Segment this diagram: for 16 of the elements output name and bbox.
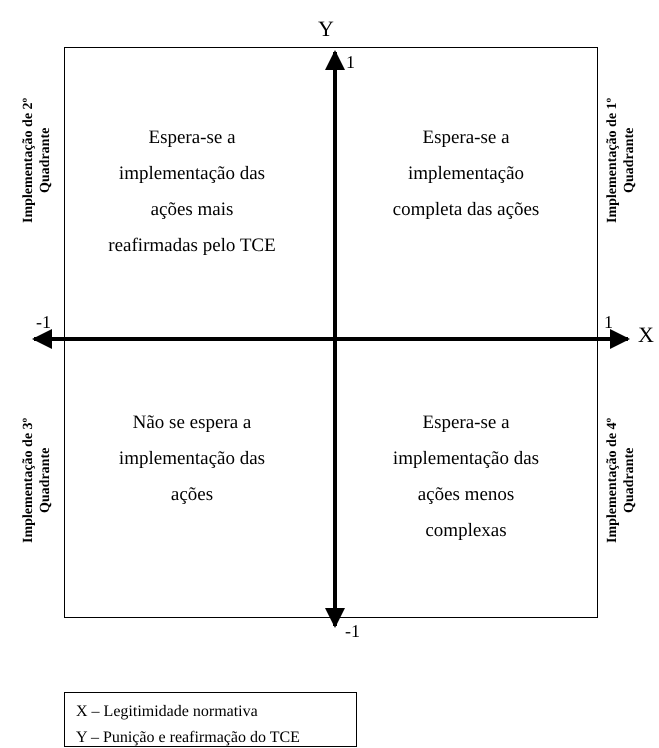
quadrant-text: Espera-se a implementação completa das ações [392,126,540,222]
quadrant-side-label: Implementação de 1º Quadrante [604,96,638,225]
legend-text: X – Legitimidade normativa [76,703,258,721]
quadrant-side-label: Implementação de 2º Quadrante [20,96,54,225]
axis-label: X [638,322,654,348]
legend-text: Y – Punição e reafirmação do TCE [76,729,300,747]
quadrant-text: Espera-se a implementação das ações mais reafirmadas pelo TCE [107,126,277,258]
quadrant-text: Não se espera a implementação das ações [118,411,266,507]
tick-label: 1 [346,52,355,73]
tick-label: 1 [604,312,613,333]
tick-label: -1 [36,312,51,333]
quadrant-side-label: Implementação de 4º Quadrante [604,416,638,545]
tick-label: -1 [345,621,360,642]
quadrant-text: Espera-se a implementação das ações menos complexas [392,411,540,543]
axis-label: Y [318,16,334,42]
quadrant-side-label: Implementação de 3º Quadrante [20,416,54,545]
